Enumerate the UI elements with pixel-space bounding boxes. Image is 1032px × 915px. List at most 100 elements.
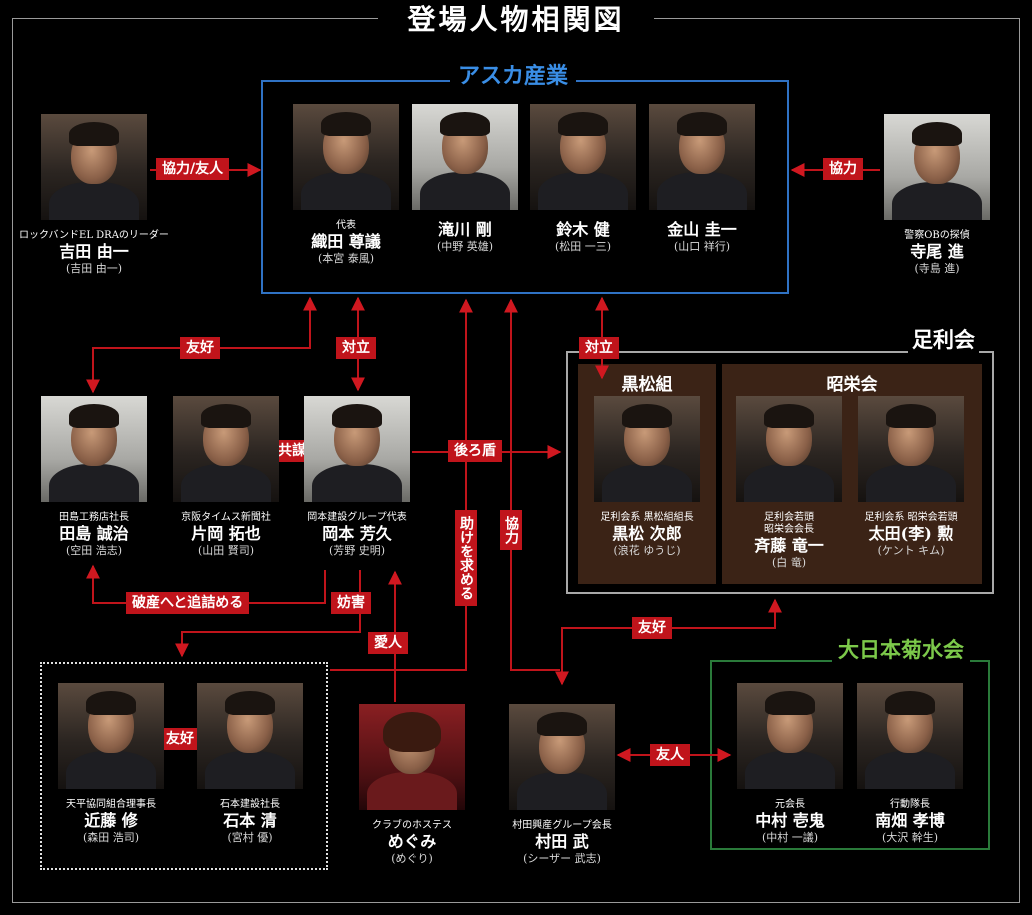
person-role: 京阪タイムス新聞社 [181, 512, 271, 523]
person-role: 岡本建設グループ代表 [307, 512, 407, 523]
person-okamoto: 岡本建設グループ代表 岡本 芳久 (芳野 史明) [282, 396, 432, 558]
person-name: 近藤 修 [84, 811, 138, 830]
person-role: 足利会若頭 昭栄会会長 [764, 512, 814, 535]
person-megumi: クラブのホステス めぐみ (めぐり) [337, 704, 487, 866]
person-name: めぐみ [387, 832, 437, 851]
relation-label-lover: 愛人 [368, 632, 408, 654]
person-name: 田島 誠治 [59, 524, 129, 543]
person-role: 石本建設社長 [220, 799, 280, 810]
person-role: 田島工務店社長 [59, 512, 129, 523]
line-help-asuka [330, 298, 473, 671]
person-oda: 代表 織田 尊議 (本宮 泰風) [271, 104, 421, 266]
person-actor: (松田 一三) [554, 240, 612, 253]
relation-label-friendship-ashikaga: 友好 [632, 617, 672, 639]
relation-label-cooperation-friend: 協力/友人 [156, 158, 230, 180]
portrait-nakamura [737, 683, 843, 789]
person-ishimoto: 石本建設社長 石本 清 (宮村 優) [175, 683, 325, 845]
person-minamihata: 行動隊長 南畑 孝博 (大沢 幹生) [835, 683, 985, 845]
portrait-yoshida [41, 114, 147, 220]
portrait-kondo [58, 683, 164, 789]
person-role: 天平協同組合理事長 [66, 799, 156, 810]
person-saito: 足利会若頭 昭栄会会長 斉藤 竜一 (白 竜) [714, 396, 864, 570]
portrait-kuromatsu [594, 396, 700, 502]
person-actor: (白 竜) [771, 556, 807, 569]
person-role: 足利会系 黒松組組長 [600, 512, 694, 523]
person-actor: (大沢 幹生) [881, 831, 939, 844]
person-role: 行動隊長 [890, 799, 930, 810]
person-actor: (吉田 由一) [65, 262, 123, 275]
person-yoshida: ロックバンドEL DRAのリーダー 吉田 由一 (吉田 由一) [19, 114, 169, 276]
person-name: 鈴木 健 [556, 220, 610, 239]
person-role: 代表 [336, 220, 356, 231]
person-name: 斉藤 竜一 [754, 536, 824, 555]
portrait-takigawa [412, 104, 518, 210]
person-actor: (寺島 進) [914, 262, 960, 275]
person-actor: (宮村 優) [227, 831, 273, 844]
person-role: 足利会系 昭栄会若頭 [864, 512, 958, 523]
person-kondo: 天平協同組合理事長 近藤 修 (森田 浩司) [36, 683, 186, 845]
person-role: 警察OBの探偵 [904, 230, 970, 241]
relation-label-conflict-kuromatsu: 対立 [579, 337, 619, 359]
person-nakamura: 元会長 中村 壱鬼 (中村 一議) [715, 683, 865, 845]
group-label-shoei: 昭栄会 [826, 375, 878, 395]
person-suzuki: 鈴木 健 (松田 一三) [508, 104, 658, 254]
portrait-terao [884, 114, 990, 220]
person-name: 中村 壱鬼 [755, 811, 825, 830]
group-label-dainihon: 大日本菊水会 [832, 634, 970, 664]
person-role: クラブのホステス [372, 820, 452, 831]
portrait-tajima [41, 396, 147, 502]
person-name: 織田 尊議 [311, 232, 381, 251]
person-actor: (シーザー 武志) [523, 852, 601, 865]
portrait-kataoka [173, 396, 279, 502]
person-role: ロックバンドEL DRAのリーダー [19, 230, 169, 241]
person-kuromatsu: 足利会系 黒松組組長 黒松 次郎 (浪花 ゆうじ) [572, 396, 722, 558]
relation-label-backing: 後ろ盾 [448, 440, 502, 462]
group-label-ashikaga: 足利会 [908, 324, 979, 354]
relation-label-friendship-tajima: 友好 [180, 337, 220, 359]
group-label-kurumatsu: 黒松組 [621, 375, 673, 395]
person-name: 金山 圭一 [667, 220, 737, 239]
person-name: 片岡 拓也 [191, 524, 261, 543]
person-actor: (空田 浩志) [65, 544, 123, 557]
person-name: 石本 清 [223, 811, 277, 830]
relation-label-conspiracy: 共謀 [272, 440, 312, 462]
relation-label-help-request: 助けを求める [455, 510, 477, 606]
person-terao: 警察OBの探偵 寺尾 進 (寺島 進) [862, 114, 1012, 276]
person-name: 黒松 次郎 [612, 524, 682, 543]
relation-label-conflict-okamoto: 対立 [336, 337, 376, 359]
person-takigawa: 滝川 剛 (中野 英雄) [390, 104, 540, 254]
person-name: 吉田 由一 [59, 242, 129, 261]
relation-label-friendship-dotted: 友好 [160, 728, 200, 750]
relation-label-cooperation-murata: 協力 [500, 510, 522, 550]
person-name: 村田 武 [535, 832, 589, 851]
person-actor: (山口 祥行) [673, 240, 731, 253]
line-murata-ashikaga [555, 598, 782, 686]
portrait-murata [509, 704, 615, 810]
portrait-saito [736, 396, 842, 502]
person-actor: (森田 浩司) [82, 831, 140, 844]
person-tajima: 田島工務店社長 田島 誠治 (空田 浩志) [19, 396, 169, 558]
diagram-title: 登場人物相関図 [378, 2, 654, 38]
person-actor: (山田 賢司) [197, 544, 255, 557]
group-ashikaga-box [566, 351, 994, 594]
person-kanayama: 金山 圭一 (山口 祥行) [627, 104, 777, 254]
relation-label-bankrupt: 破産へと追詰める [126, 592, 250, 614]
relation-label-obstruct: 妨害 [331, 592, 371, 614]
person-role: 村田興産グループ会長 [512, 820, 612, 831]
person-name: 岡本 芳久 [322, 524, 392, 543]
line-murata-asuka [504, 298, 560, 671]
portrait-ota [858, 396, 964, 502]
person-actor: (中村 一議) [761, 831, 819, 844]
portrait-kanayama [649, 104, 755, 210]
relation-label-cooperation-terao: 協力 [823, 158, 863, 180]
portrait-megumi [359, 704, 465, 810]
person-murata: 村田興産グループ会長 村田 武 (シーザー 武志) [487, 704, 637, 866]
person-name: 南畑 孝博 [875, 811, 945, 830]
portrait-ishimoto [197, 683, 303, 789]
person-name: 滝川 剛 [438, 220, 492, 239]
group-dotted-box [40, 662, 328, 870]
person-name: 寺尾 進 [910, 242, 964, 261]
relation-label-friend-murata: 友人 [650, 744, 690, 766]
person-actor: (ケント キム) [877, 544, 945, 557]
